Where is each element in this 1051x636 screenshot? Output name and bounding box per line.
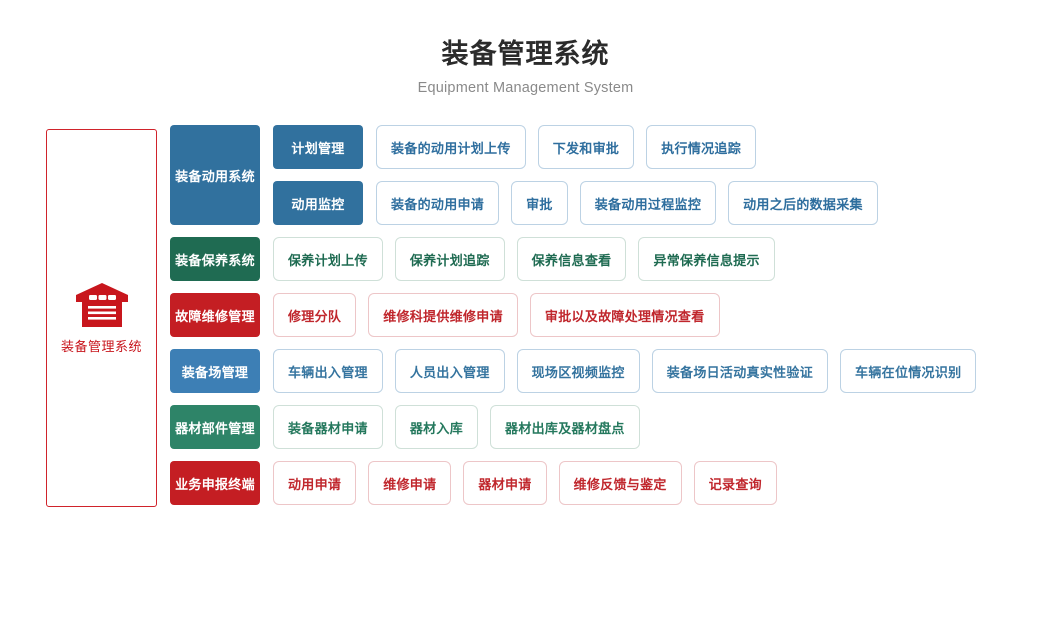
diagram-row: 装备保养系统 保养计划上传 保养计划追踪 保养信息查看 异常保养信息提示: [170, 237, 976, 281]
sub-row: 动用监控 装备的动用申请 审批 装备动用过程监控 动用之后的数据采集: [273, 181, 878, 225]
category-block[interactable]: 业务申报终端: [170, 461, 260, 505]
row-content: 修理分队 维修科提供维修申请 审批以及故障处理情况查看: [273, 293, 720, 337]
root-system-panel[interactable]: 装备管理系统: [46, 129, 157, 507]
page-header: 装备管理系统 Equipment Management System: [0, 0, 1051, 96]
leaf-node[interactable]: 现场区视频监控: [516, 349, 640, 393]
leaf-node[interactable]: 器材入库: [394, 405, 479, 449]
leaf-node[interactable]: 维修反馈与鉴定: [558, 461, 682, 505]
leaf-node[interactable]: 修理分队: [273, 293, 357, 337]
leaf-node[interactable]: 装备动用过程监控: [579, 181, 717, 225]
category-block[interactable]: 装备场管理: [170, 349, 260, 393]
category-block[interactable]: 器材部件管理: [170, 405, 260, 449]
leaf-node[interactable]: 装备场日活动真实性验证: [651, 349, 829, 393]
sub-row: 车辆出入管理 人员出入管理 现场区视频监控 装备场日活动真实性验证 车辆在位情况…: [273, 349, 977, 393]
diagram-row: 业务申报终端 动用申请 维修申请 器材申请 维修反馈与鉴定 记录查询: [170, 461, 976, 505]
leaf-node[interactable]: 车辆在位情况识别: [840, 349, 977, 393]
subcategory-block[interactable]: 动用监控: [273, 181, 363, 225]
subcategory-block[interactable]: 计划管理: [273, 125, 363, 169]
root-system-label: 装备管理系统: [60, 339, 142, 354]
leaf-node[interactable]: 维修申请: [368, 461, 452, 505]
leaf-node[interactable]: 车辆出入管理: [273, 349, 383, 393]
row-content: 动用申请 维修申请 器材申请 维修反馈与鉴定 记录查询: [273, 461, 777, 505]
warehouse-icon: [74, 281, 130, 329]
category-block[interactable]: 故障维修管理: [170, 293, 260, 337]
leaf-node[interactable]: 装备的动用计划上传: [376, 125, 526, 169]
sub-row: 动用申请 维修申请 器材申请 维修反馈与鉴定 记录查询: [273, 461, 777, 505]
sub-row: 装备器材申请 器材入库 器材出库及器材盘点: [273, 405, 640, 449]
sub-row: 修理分队 维修科提供维修申请 审批以及故障处理情况查看: [273, 293, 720, 337]
leaf-node[interactable]: 记录查询: [693, 461, 777, 505]
row-content: 计划管理 装备的动用计划上传 下发和审批 执行情况追踪 动用监控 装备的动用申请…: [273, 125, 878, 225]
leaf-node[interactable]: 异常保养信息提示: [638, 237, 775, 281]
diagram-row: 故障维修管理 修理分队 维修科提供维修申请 审批以及故障处理情况查看: [170, 293, 976, 337]
leaf-node[interactable]: 保养计划上传: [273, 237, 383, 281]
leaf-node[interactable]: 动用之后的数据采集: [728, 181, 878, 225]
leaf-node[interactable]: 装备的动用申请: [376, 181, 500, 225]
leaf-node[interactable]: 器材申请: [463, 461, 547, 505]
diagram-rows: 装备动用系统 计划管理 装备的动用计划上传 下发和审批 执行情况追踪 动用监控 …: [170, 125, 977, 517]
leaf-node[interactable]: 保养计划追踪: [394, 237, 505, 281]
leaf-node[interactable]: 审批以及故障处理情况查看: [529, 293, 720, 337]
leaf-node[interactable]: 装备器材申请: [273, 405, 383, 449]
leaf-node[interactable]: 执行情况追踪: [646, 125, 757, 169]
leaf-node[interactable]: 审批: [511, 181, 568, 225]
category-block[interactable]: 装备动用系统: [170, 125, 260, 225]
leaf-node[interactable]: 下发和审批: [537, 125, 635, 169]
row-content: 装备器材申请 器材入库 器材出库及器材盘点: [273, 405, 640, 449]
leaf-node[interactable]: 维修科提供维修申请: [368, 293, 518, 337]
leaf-node[interactable]: 人员出入管理: [394, 349, 505, 393]
page-title: 装备管理系统: [441, 39, 610, 69]
leaf-node[interactable]: 保养信息查看: [516, 237, 627, 281]
page-subtitle: Equipment Management System: [417, 79, 634, 96]
sub-row: 计划管理 装备的动用计划上传 下发和审批 执行情况追踪: [273, 125, 878, 169]
leaf-node[interactable]: 动用申请: [273, 461, 357, 505]
row-content: 车辆出入管理 人员出入管理 现场区视频监控 装备场日活动真实性验证 车辆在位情况…: [273, 349, 977, 393]
category-block[interactable]: 装备保养系统: [170, 237, 260, 281]
diagram-row: 装备动用系统 计划管理 装备的动用计划上传 下发和审批 执行情况追踪 动用监控 …: [170, 125, 976, 225]
sub-row: 保养计划上传 保养计划追踪 保养信息查看 异常保养信息提示: [273, 237, 775, 281]
diagram-row: 装备场管理 车辆出入管理 人员出入管理 现场区视频监控 装备场日活动真实性验证 …: [170, 349, 977, 393]
diagram-row: 器材部件管理 装备器材申请 器材入库 器材出库及器材盘点: [170, 405, 976, 449]
leaf-node[interactable]: 器材出库及器材盘点: [490, 405, 640, 449]
row-content: 保养计划上传 保养计划追踪 保养信息查看 异常保养信息提示: [273, 237, 775, 281]
